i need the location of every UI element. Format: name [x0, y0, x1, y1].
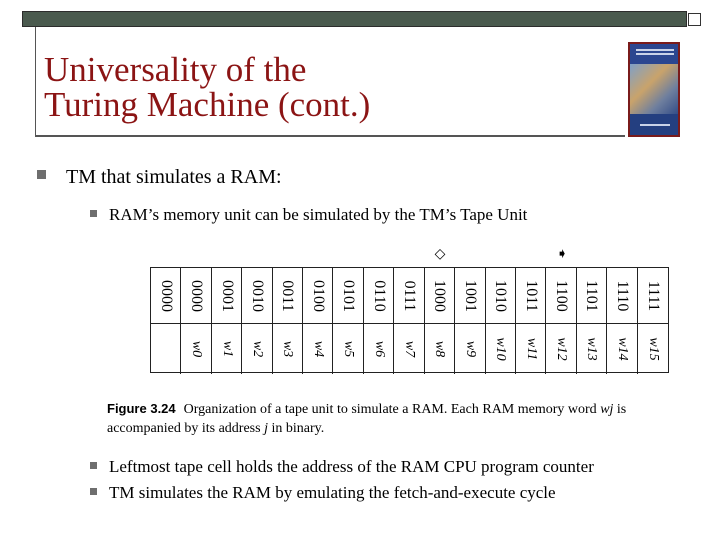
- bullet-square-icon: [37, 170, 46, 179]
- tape-word-cell: w12: [546, 324, 577, 374]
- tape-address: 0001: [218, 279, 236, 312]
- caption-var-wj: wj: [600, 402, 614, 417]
- figure-caption: Figure 3.24 Organization of a tape unit t…: [107, 399, 682, 438]
- tape-address: 1000: [431, 279, 449, 312]
- tape-address: 1011: [522, 279, 540, 312]
- tape-word: w14: [614, 337, 630, 361]
- tape-address-cell: 0100: [303, 268, 334, 324]
- sub-bullet-fetch-execute: TM simulates the RAM by emulating the fe…: [109, 483, 556, 502]
- sub-bullet-icon: [90, 462, 97, 469]
- tape-address: 1110: [613, 280, 631, 311]
- tape-address-cell: 1010: [485, 268, 516, 324]
- top-decor-square: [688, 13, 701, 26]
- book-cover-image: [628, 42, 680, 137]
- tape-word: w7: [401, 340, 417, 358]
- tape-word: w9: [462, 340, 478, 358]
- tape-address-cell: 0011: [272, 268, 304, 324]
- tape-word-cell: w2: [242, 324, 273, 374]
- tape-address-cell: 0010: [242, 268, 273, 324]
- tape-word-cell: w15: [638, 324, 668, 374]
- tape-address-cell: 0000: [181, 268, 212, 324]
- tape-word-cell: w4: [303, 324, 334, 374]
- tape-word-cell: w0: [181, 324, 212, 374]
- caption-label: Figure 3.24: [107, 401, 176, 416]
- diamond-marker-icon: ◇: [434, 247, 446, 262]
- caption-text-3: in binary.: [271, 421, 325, 436]
- tape-word: w10: [493, 337, 509, 361]
- tape-word: w8: [432, 340, 448, 358]
- tape-address-cell: 1001: [455, 268, 486, 324]
- tape-word: w4: [310, 340, 326, 358]
- sub-bullet-memory: RAM’s memory unit can be simulated by th…: [109, 205, 528, 224]
- tape-word-cell: w1: [212, 324, 243, 374]
- tape-address-cell: 0001: [211, 268, 243, 324]
- tape-address-cell: 1100: [546, 268, 577, 324]
- tape-word: w13: [584, 337, 600, 361]
- tape-address-cell: 0101: [333, 268, 364, 324]
- tape-address-cell: 0110: [363, 268, 395, 324]
- tape-address: 0110: [370, 279, 388, 312]
- title-left-rule: [35, 27, 36, 135]
- title-line-2: Turing Machine (cont.): [44, 85, 371, 124]
- caption-var-j: j: [264, 421, 268, 436]
- sub-bullet-icon: [90, 210, 97, 217]
- tape-address: 0111: [400, 280, 418, 311]
- tape-word-cell: w13: [577, 324, 608, 374]
- tape-address: 0101: [340, 279, 358, 312]
- tape-word: w6: [371, 340, 387, 358]
- tape-address-cell: 0111: [394, 268, 425, 324]
- book-band-art: [630, 64, 678, 114]
- tape-word-cell: w10: [486, 324, 516, 374]
- book-band-top: [630, 44, 678, 64]
- sub-bullet-program-counter: Leftmost tape cell holds the address of …: [109, 457, 594, 476]
- tape-word-cell: w7: [394, 324, 425, 374]
- tape-word-cell: w6: [364, 324, 395, 374]
- tape-address-cell: 1000: [424, 268, 456, 324]
- arrow-marker-icon: ➧: [556, 247, 569, 262]
- tape-address: 1111: [644, 280, 662, 311]
- bullet-tm-ram: TM that simulates a RAM:: [66, 166, 282, 188]
- book-author-line: [640, 124, 670, 126]
- tape-word-cell: w9: [455, 324, 486, 374]
- tape-word: w1: [219, 340, 235, 358]
- tape-address: 1001: [461, 279, 479, 312]
- tape-word-cell: w3: [273, 324, 304, 374]
- tape-word-cell: w5: [333, 324, 364, 374]
- tape-word: w11: [523, 337, 539, 361]
- title-line-1: Universality of the: [44, 50, 307, 89]
- tape-word: w0: [189, 340, 205, 358]
- tape-word-cell: w14: [607, 324, 638, 374]
- tape-word-cell: [151, 324, 182, 374]
- tape-address: 0000: [188, 279, 206, 312]
- tape-unit-figure: 0000 0000 0001 0010 0011 0100 0101 0110 0111 1000…: [150, 267, 669, 374]
- caption-text-2: is accompanied by its address: [107, 402, 627, 436]
- sub-bullet-icon: [90, 488, 97, 495]
- tape-address: 1010: [492, 279, 510, 312]
- tape-address-cell: 1110: [607, 268, 638, 324]
- tape-word: w3: [280, 340, 296, 358]
- tape-address: 0010: [248, 279, 266, 312]
- tape-head-markers: ◇➧: [150, 243, 669, 265]
- tape-word: w12: [554, 337, 570, 361]
- tape-address: 0100: [309, 279, 327, 312]
- tape-word-cell: w8: [425, 324, 456, 374]
- slide-title: Universality of the Turing Machine (cont…: [44, 52, 370, 122]
- tape-word: w5: [341, 340, 357, 358]
- book-title-lines: [636, 49, 674, 51]
- tape-address: 1101: [583, 279, 601, 312]
- caption-text: Organization of a tape unit to simulate …: [183, 402, 597, 417]
- tape-address: 0011: [279, 279, 297, 312]
- tape-address: 1100: [553, 279, 571, 312]
- tape-address-cell: 0000: [151, 268, 182, 324]
- top-decor-bar: [22, 11, 687, 27]
- tape-address: 0000: [157, 279, 175, 312]
- title-underline: [35, 135, 625, 137]
- tape-address-cell: 1101: [576, 268, 608, 324]
- tape-word-cell: w11: [516, 324, 547, 374]
- tape-word: w15: [645, 337, 661, 361]
- tape-address-cell: 1011: [515, 268, 547, 324]
- tape-address-cell: 1111: [637, 268, 668, 324]
- tape-word: w2: [249, 340, 265, 358]
